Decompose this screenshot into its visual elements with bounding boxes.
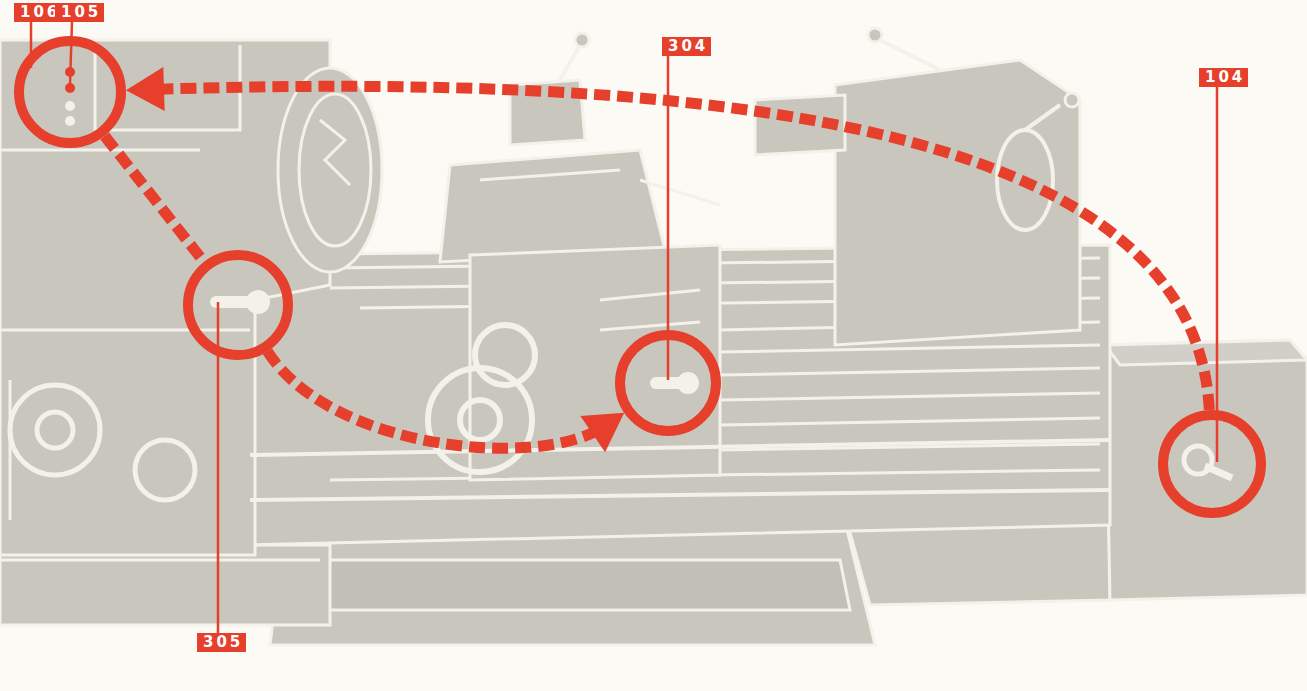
flow-arrow xyxy=(126,67,1209,410)
lathe-body xyxy=(0,28,1307,645)
leader-line xyxy=(1216,87,1219,462)
dashed-line xyxy=(150,86,1209,410)
callout-circle: 304 xyxy=(615,330,721,436)
arrow-head xyxy=(126,67,165,111)
callout-circle: 305 xyxy=(183,250,293,360)
callout-number: 305 xyxy=(197,633,246,652)
callout-number: 104 xyxy=(1199,68,1248,87)
flow-arrow xyxy=(105,136,204,262)
callout-number: 105 xyxy=(55,3,104,22)
callout-number: 304 xyxy=(662,37,711,56)
leader-line xyxy=(70,22,72,84)
dashed-line xyxy=(105,136,204,262)
callout-circle: 106105 xyxy=(14,36,126,148)
control-details xyxy=(65,67,1232,478)
flow-arrow xyxy=(268,351,625,452)
leader-line xyxy=(30,22,33,68)
arrow-head xyxy=(580,413,624,453)
dashed-line xyxy=(268,351,605,448)
callout-circle: 104 xyxy=(1158,410,1266,518)
